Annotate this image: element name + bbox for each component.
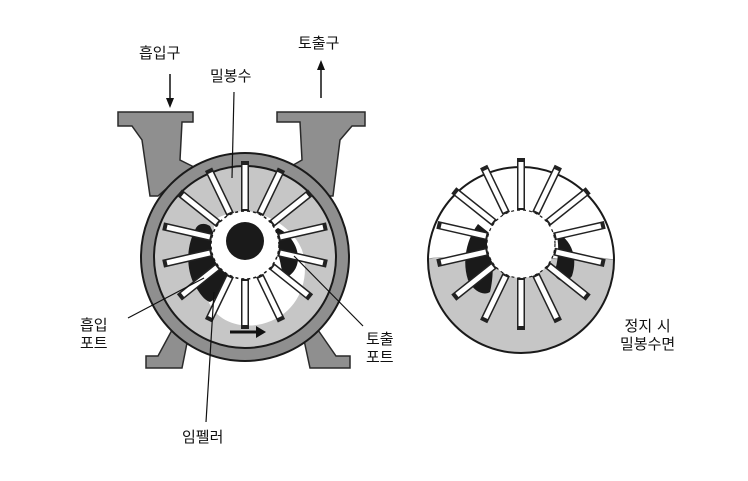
stopped-impeller-blades	[436, 158, 606, 330]
inlet-arrow-icon	[166, 74, 174, 108]
impeller-blade	[166, 250, 211, 266]
impeller-blade	[208, 171, 232, 214]
stopped-state-label-line2: 밀봉수면	[620, 335, 676, 353]
impeller-blade	[547, 264, 587, 298]
impeller-blade	[258, 276, 282, 319]
impeller-blade	[555, 249, 602, 265]
impeller-blade	[166, 224, 211, 240]
impeller-blade	[483, 169, 508, 213]
suction-inlet-label: 흡입구	[139, 44, 181, 62]
stopped-state-label: 정지 시 밀봉수면	[620, 317, 675, 353]
impeller-shaft	[226, 222, 264, 260]
impeller-blade	[440, 223, 487, 239]
impeller-blade	[271, 265, 310, 297]
impeller-blade	[483, 275, 508, 319]
outlet-arrow-icon	[317, 60, 325, 98]
suction-port-label: 흡입 포트	[80, 316, 108, 352]
impeller-blade	[534, 275, 559, 319]
discharge-port-leader	[293, 255, 364, 327]
impeller-blade	[258, 171, 282, 214]
impeller-blade	[547, 190, 587, 224]
impeller-blade	[271, 193, 310, 225]
discharge-port-label: 토출 포트	[366, 330, 394, 366]
impeller-blade	[208, 276, 232, 319]
discharge-port-label-line1: 토출	[366, 330, 394, 348]
impeller-blade	[455, 264, 495, 298]
impeller-blades	[162, 161, 328, 329]
impeller-blade	[279, 250, 324, 266]
discharge-port-label-line2: 포트	[366, 348, 394, 366]
stopped-pump	[427, 158, 615, 354]
sealing-water-label: 밀봉수	[210, 67, 252, 85]
impeller-blade	[555, 223, 602, 239]
suction-port-label-line2: 포트	[80, 334, 108, 352]
leader-lines	[127, 91, 364, 423]
impeller-blade	[455, 190, 495, 224]
impeller-blade	[534, 169, 559, 213]
sealing-water-leader	[231, 91, 235, 179]
stopped-impeller-hub	[486, 209, 556, 279]
impeller-label: 임펠러	[182, 428, 224, 446]
impeller-blade	[180, 265, 219, 297]
impeller-leader	[205, 291, 215, 423]
impeller-blade	[440, 249, 487, 265]
impeller-hub	[210, 210, 280, 280]
suction-port-leader	[127, 277, 205, 319]
stopped-state-label-line1: 정지 시	[624, 317, 671, 335]
impeller-blade	[279, 224, 324, 240]
discharge-outlet-label: 토출구	[298, 34, 340, 52]
rotation-direction-icon	[230, 326, 266, 338]
impeller-blade	[180, 193, 219, 225]
suction-port-label-line1: 흡입	[80, 316, 108, 334]
